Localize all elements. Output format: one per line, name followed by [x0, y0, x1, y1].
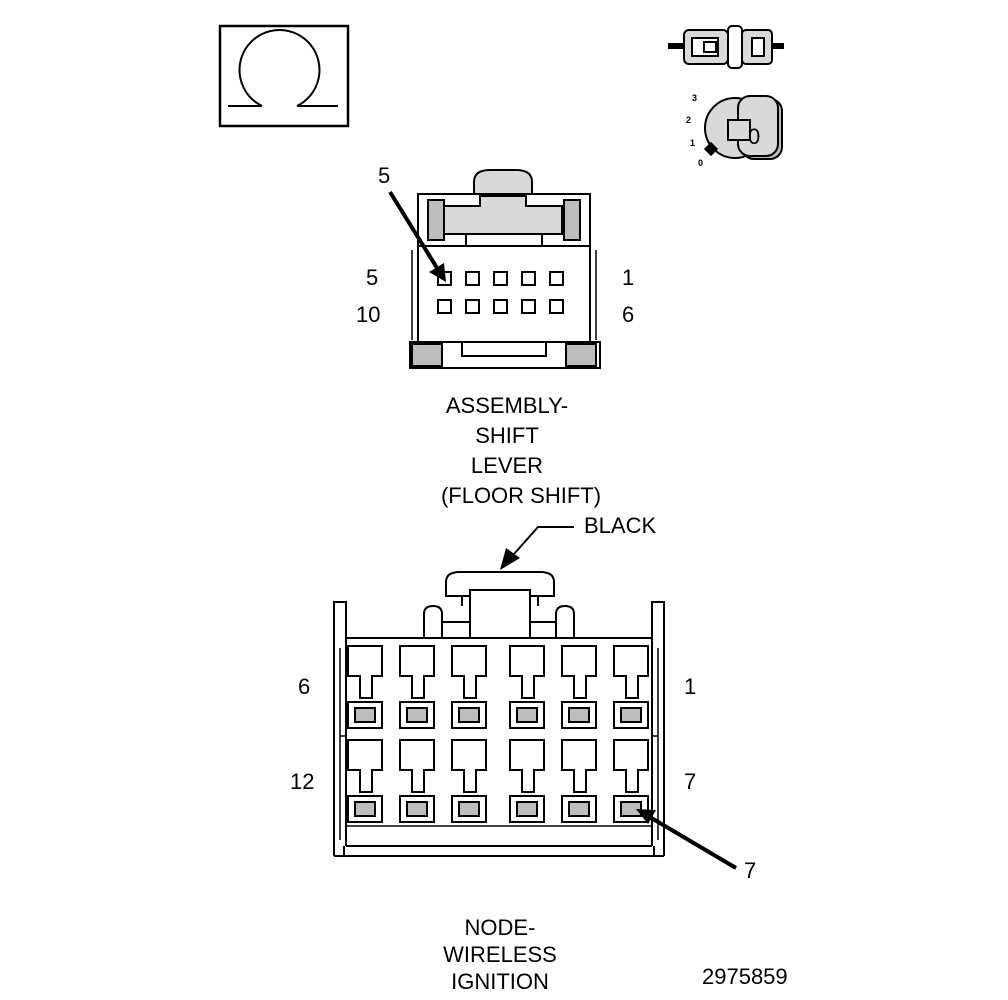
wireless-ignition-pin-5	[399, 645, 435, 729]
shift-lever-pin-label-bottom-right: 6	[622, 302, 634, 327]
shift-lever-title-line-1: ASSEMBLY-	[446, 393, 568, 418]
wireless-ignition-pin-8	[561, 739, 597, 823]
shift-lever-title-line-2: SHIFT	[475, 423, 539, 448]
wireless-ignition-callout-arrow	[636, 809, 738, 870]
wireless-ignition-pin-6	[347, 645, 383, 729]
wireless-ignition-pin-4	[451, 645, 487, 729]
shift-lever-cavity-row-1	[437, 271, 564, 286]
shift-lever-callout-label: 5	[378, 163, 390, 188]
wireless-ignition-title-line-1: NODE-	[465, 915, 536, 940]
shift-lever-connector: 5 5 1 10 6 ASSEMBLY- SHIFT LEVER (FLOOR …	[356, 163, 634, 508]
wireless-ignition-pin-12	[347, 739, 383, 823]
shift-lever-pin-9	[465, 299, 480, 314]
wireless-ignition-color-label: BLACK	[584, 513, 656, 538]
shift-lever-pin-2	[521, 271, 536, 286]
wireless-ignition-pin-label-top-right: 1	[684, 674, 696, 699]
shift-lever-title-line-3: LEVER	[471, 453, 543, 478]
shift-lever-pin-8	[493, 299, 508, 314]
shift-lever-pin-6	[549, 299, 564, 314]
shift-lever-title-line-4: (FLOOR SHIFT)	[441, 483, 601, 508]
shift-lever-pin-7	[521, 299, 536, 314]
wireless-ignition-pin-2	[561, 645, 597, 729]
wireless-ignition-connector: BLACK	[290, 513, 756, 994]
wireless-ignition-pin-1	[613, 645, 649, 729]
shift-lever-callout-arrow	[388, 190, 446, 282]
shift-lever-pin-label-bottom-left: 10	[356, 302, 380, 327]
key-icon-text: 0	[748, 124, 760, 149]
wireless-ignition-title-line-3: IGNITION	[451, 969, 549, 994]
shift-lever-pin-10	[437, 299, 452, 314]
wireless-ignition-cavity-row-1	[347, 645, 649, 729]
shift-lever-pin-3	[493, 271, 508, 286]
wireless-ignition-pin-7	[613, 739, 649, 823]
wireless-ignition-pin-11	[399, 739, 435, 823]
shift-lever-pin-1	[549, 271, 564, 286]
wireless-ignition-pin-label-top-left: 6	[298, 674, 310, 699]
wireless-ignition-pin-10	[451, 739, 487, 823]
shift-lever-pin-4	[465, 271, 480, 286]
key-position-1: 1	[690, 138, 695, 148]
key-position-3: 3	[692, 93, 697, 103]
wireless-ignition-pin-label-bottom-left: 12	[290, 769, 314, 794]
key-position-0: 0	[698, 158, 703, 168]
wireless-ignition-pin-9	[509, 739, 545, 823]
key-position-2: 2	[686, 115, 691, 125]
shift-lever-pin-label-top-right: 1	[622, 265, 634, 290]
wireless-ignition-title-line-2: WIRELESS	[443, 942, 557, 967]
wireless-ignition-pin-3	[509, 645, 545, 729]
wireless-ignition-pin-label-bottom-right: 7	[684, 769, 696, 794]
shift-lever-cavity-row-2	[437, 299, 564, 314]
ohm-icon	[218, 24, 350, 128]
connector-icon	[668, 25, 784, 69]
ignition-key-icon: 3 2 1 0 0	[686, 93, 783, 168]
wireless-ignition-callout-label: 7	[744, 858, 756, 883]
wireless-ignition-cavity-row-2	[347, 739, 649, 823]
shift-lever-pin-label-top-left: 5	[366, 265, 378, 290]
figure-number: 2975859	[702, 964, 788, 989]
